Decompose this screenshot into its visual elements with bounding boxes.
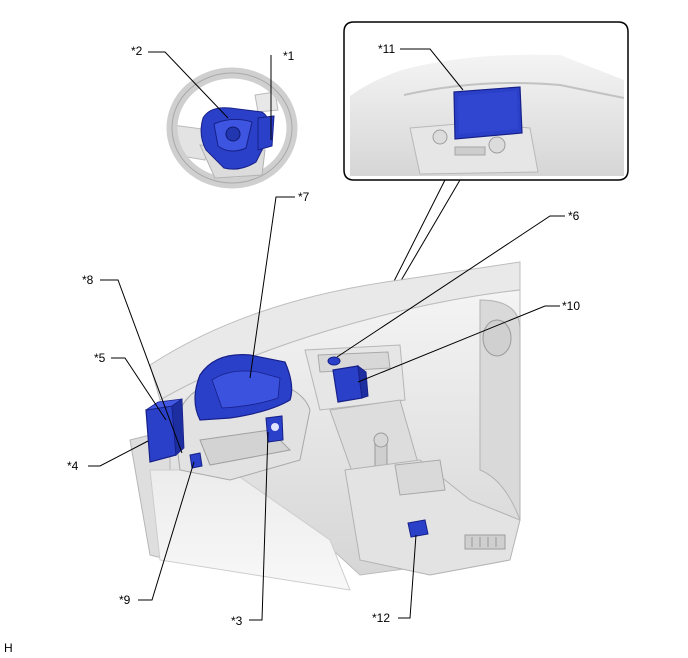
label-11: *11 [378,42,395,56]
steering-wheel-illustration [166,67,298,189]
label-7: *7 [298,190,310,204]
module-10 [332,365,363,403]
label-2: *2 [131,44,143,58]
label-1: *1 [283,49,295,63]
label-8: *8 [82,273,94,287]
label-4: *4 [67,459,79,473]
label-6: *6 [568,209,580,223]
callout-labels: *1 *2 *3 *4 *5 *6 *7 *8 *9 *10 *11 *12 H [4,42,580,655]
module-12 [407,519,429,538]
label-12: *12 [372,611,390,625]
footer-code: H [4,641,13,655]
small-sensor-9 [189,452,203,469]
label-10: *10 [562,299,580,313]
vehicle-interior-illustration [129,261,521,591]
label-3: *3 [231,614,243,628]
ecu-module [145,405,177,463]
label-9: *9 [119,593,131,607]
sensor-6 [327,356,341,366]
center-display-inset [343,21,629,181]
leader-lines [88,48,565,621]
label-5: *5 [94,351,106,365]
